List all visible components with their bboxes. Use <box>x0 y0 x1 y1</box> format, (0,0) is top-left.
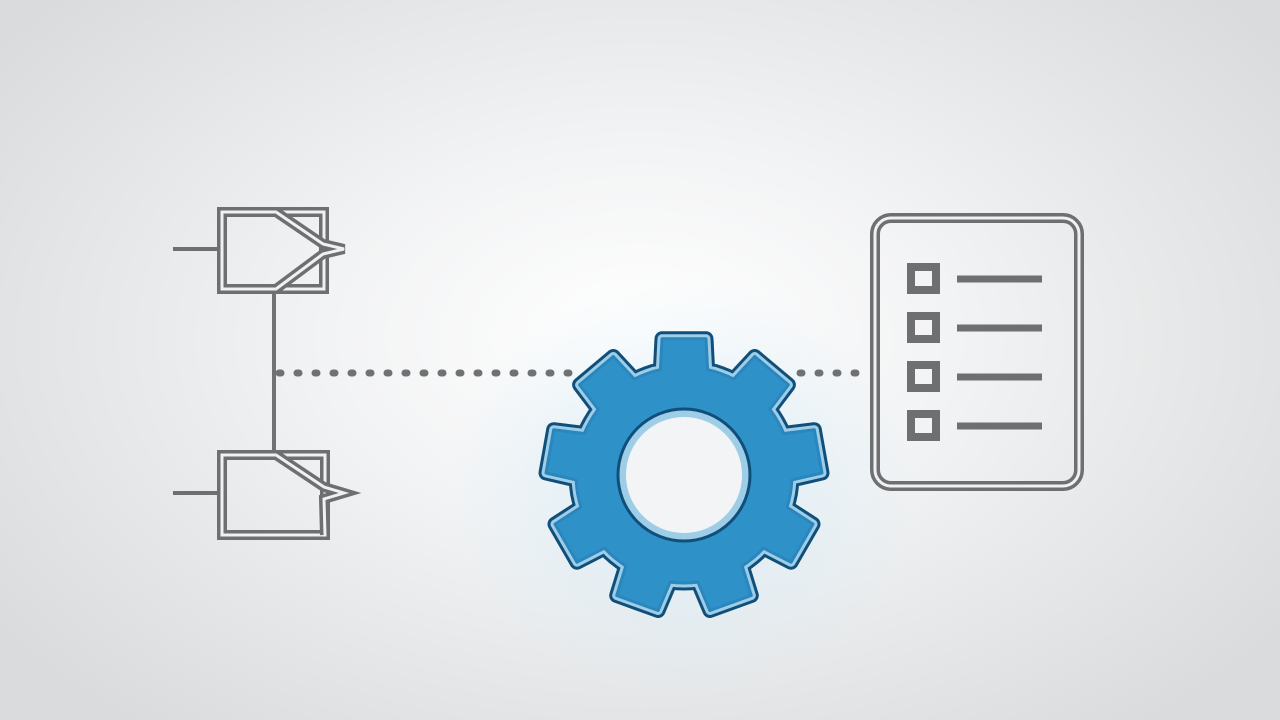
checklist-item <box>907 410 1042 441</box>
flip-flop-icon <box>173 207 346 294</box>
flip-flop-icon <box>173 450 362 540</box>
checkbox-icon <box>907 361 940 392</box>
checklist-icon <box>870 213 1084 491</box>
checklist-item <box>907 263 1042 294</box>
checkbox-icon <box>907 312 940 343</box>
checklist-item <box>907 361 1042 392</box>
gear-icon <box>538 331 830 618</box>
checklist-item <box>907 312 1042 343</box>
checkbox-icon <box>907 263 940 294</box>
checkbox-icon <box>907 410 940 441</box>
